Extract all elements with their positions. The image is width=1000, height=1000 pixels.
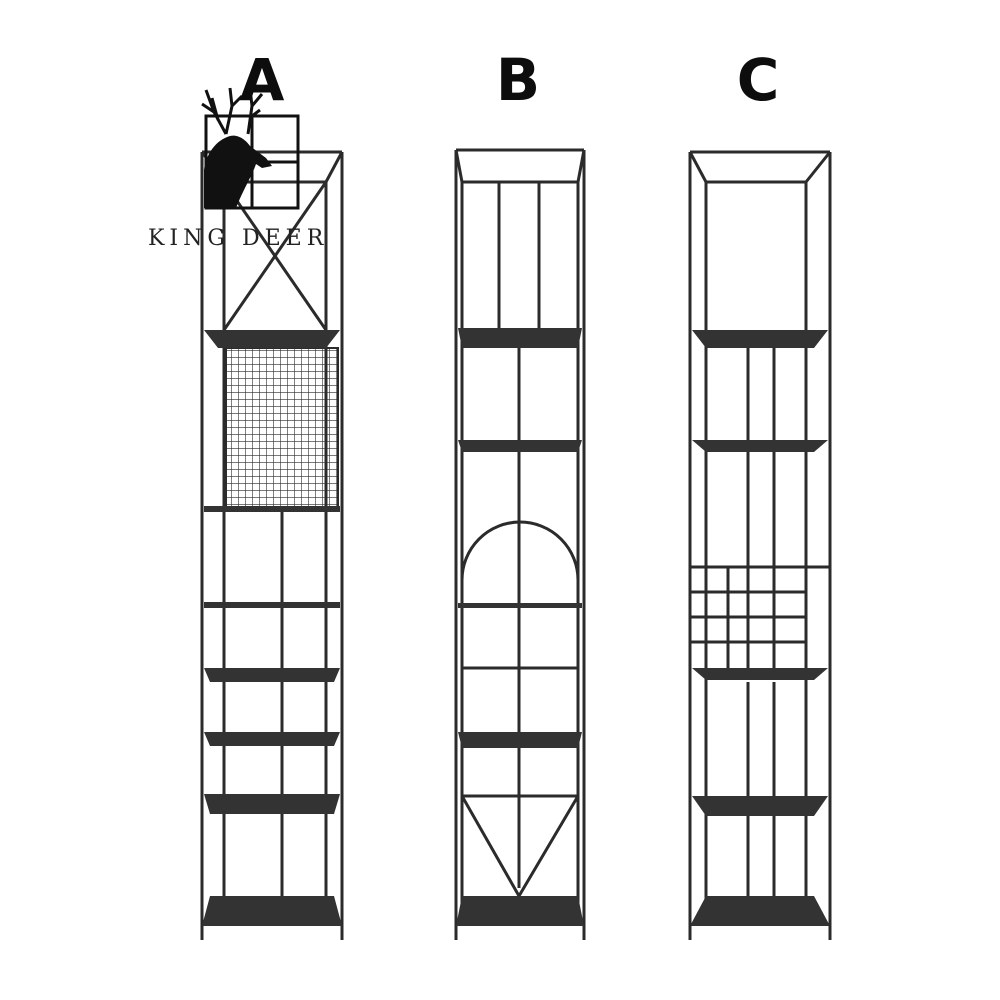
shelf-unit-c: [688, 150, 832, 940]
brand-name: KING DEER: [148, 226, 329, 251]
shelf-unit-b: [454, 148, 586, 940]
label-a: A: [239, 46, 285, 114]
label-b: B: [495, 46, 541, 114]
deer-head-icon: [201, 87, 300, 210]
mesh-panel: [225, 347, 339, 511]
shelves-a: [202, 330, 342, 926]
shelf-unit-a: [200, 150, 344, 940]
shelves-b: [456, 328, 584, 926]
shelves-c: [690, 330, 830, 926]
label-c: C: [736, 46, 780, 114]
